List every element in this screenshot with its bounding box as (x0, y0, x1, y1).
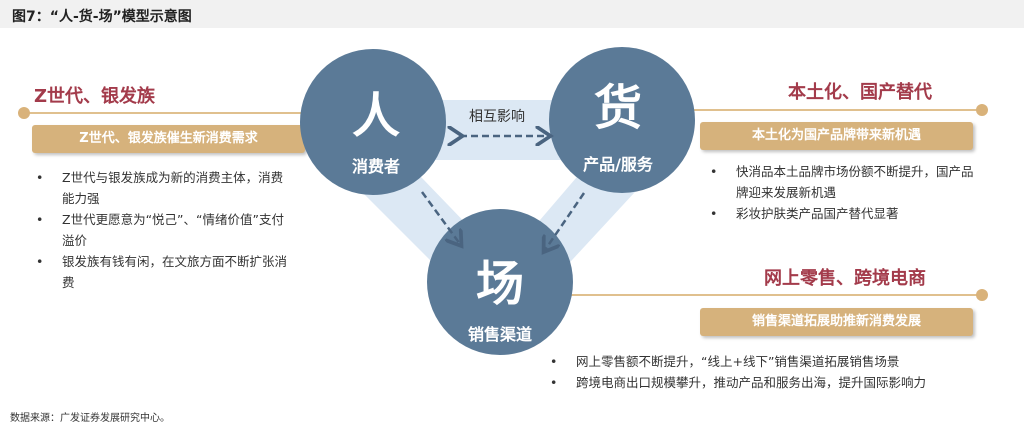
right-top-section-title: 本土化、国产替代 (788, 82, 932, 103)
arrow-goods-to-place (545, 192, 586, 250)
bullet-item: 彩妆护肤类产品国产替代显著 (710, 203, 976, 224)
right-bottom-bullets: 网上零售额不断提升，“线上+线下”销售渠道拓展销售场景 跨境电商出口规模攀升，推… (550, 351, 996, 393)
right-bottom-dot (976, 289, 988, 301)
circle-goods (549, 47, 695, 193)
node-char-people: 人 (352, 88, 400, 144)
bullet-item: 网上零售额不断提升，“线上+线下”销售渠道拓展销售场景 (550, 351, 996, 372)
right-top-banner: 本土化为国产品牌带来新机遇 (700, 122, 973, 150)
bullet-item: 银发族有钱有闲，在文旅方面不断扩张消费 (36, 251, 292, 293)
left-divider (24, 112, 324, 114)
bullet-item: 快消品本土品牌市场份额不断提升，国产品牌迎来发展新机遇 (710, 161, 976, 203)
figure-header: 图7：“人-货-场”模型示意图 (0, 0, 1024, 28)
node-label-people: 消费者 (352, 157, 400, 176)
circle-place (427, 209, 573, 355)
left-bullets: Z世代与银发族成为新的消费主体，消费能力强 Z世代更愿意为“悦己”、“情绪价值”… (36, 167, 292, 293)
right-top-bullets: 快消品本土品牌市场份额不断提升，国产品牌迎来发展新机遇 彩妆护肤类产品国产替代显… (710, 161, 976, 224)
right-bottom-divider (565, 294, 980, 296)
bullet-item: Z世代与银发族成为新的消费主体，消费能力强 (36, 167, 292, 209)
node-label-goods: 产品/服务 (583, 155, 654, 174)
bullet-item: 跨境电商出口规模攀升，推动产品和服务出海，提升国际影响力 (550, 372, 996, 393)
source-note: 数据来源：广发证券发展研究中心。 (10, 413, 170, 424)
right-bottom-banner: 销售渠道拓展助推新消费发展 (700, 308, 973, 336)
right-top-divider (680, 109, 980, 111)
figure-title: 图7：“人-货-场”模型示意图 (12, 9, 192, 25)
right-top-dot (976, 104, 988, 116)
node-char-place: 场 (476, 256, 524, 312)
left-banner: Z世代、银发族催生新消费需求 (32, 125, 305, 153)
mutual-label: 相互影响 (469, 109, 525, 125)
left-section-title: Z世代、银发族 (34, 86, 156, 107)
circle-people (300, 49, 446, 195)
left-dot (18, 107, 30, 119)
bullet-item: Z世代更愿意为“悦己”、“情绪价值”支付溢价 (36, 209, 292, 251)
node-char-goods: 货 (594, 80, 642, 136)
right-bottom-section-title: 网上零售、跨境电商 (764, 268, 926, 289)
node-label-place: 销售渠道 (468, 325, 532, 344)
